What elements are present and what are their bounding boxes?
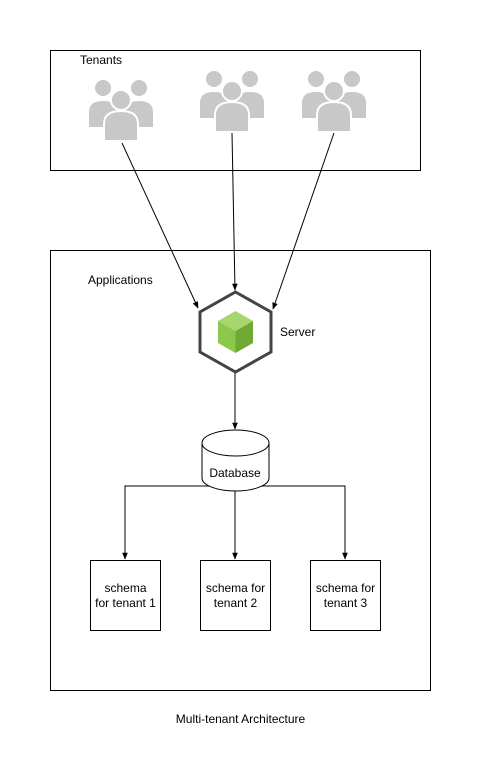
user-group-icon <box>87 78 155 142</box>
diagram-caption: Multi-tenant Architecture <box>175 712 306 726</box>
database-to-schema1-arrow <box>122 485 235 560</box>
tenants-container <box>50 50 421 171</box>
applications-container <box>50 250 431 691</box>
schema-label: schema for tenant 3 <box>315 580 376 610</box>
schema-label: schema for tenant 1 <box>95 580 156 610</box>
tenant1-to-server-arrow <box>121 142 199 309</box>
nodejs-hexagon-icon <box>198 290 273 374</box>
schema-box-tenant-3: schema for tenant 3 <box>310 560 381 631</box>
applications-label: Applications <box>88 273 153 287</box>
tenants-label: Tenants <box>80 53 123 67</box>
server-label: Server <box>280 325 316 339</box>
schema-box-tenant-1: schema for tenant 1 <box>90 560 161 631</box>
schema-box-tenant-2: schema for tenant 2 <box>200 560 271 631</box>
user-group-icon <box>300 69 368 133</box>
schema-label: schema for tenant 2 <box>205 580 266 610</box>
database-cylinder <box>201 429 270 492</box>
database-to-schema3-arrow <box>235 485 348 560</box>
user-group-icon <box>198 69 266 133</box>
tenant3-to-server-arrow <box>272 132 335 310</box>
database-label: Database <box>209 466 261 480</box>
tenant2-to-server-arrow <box>231 132 238 291</box>
